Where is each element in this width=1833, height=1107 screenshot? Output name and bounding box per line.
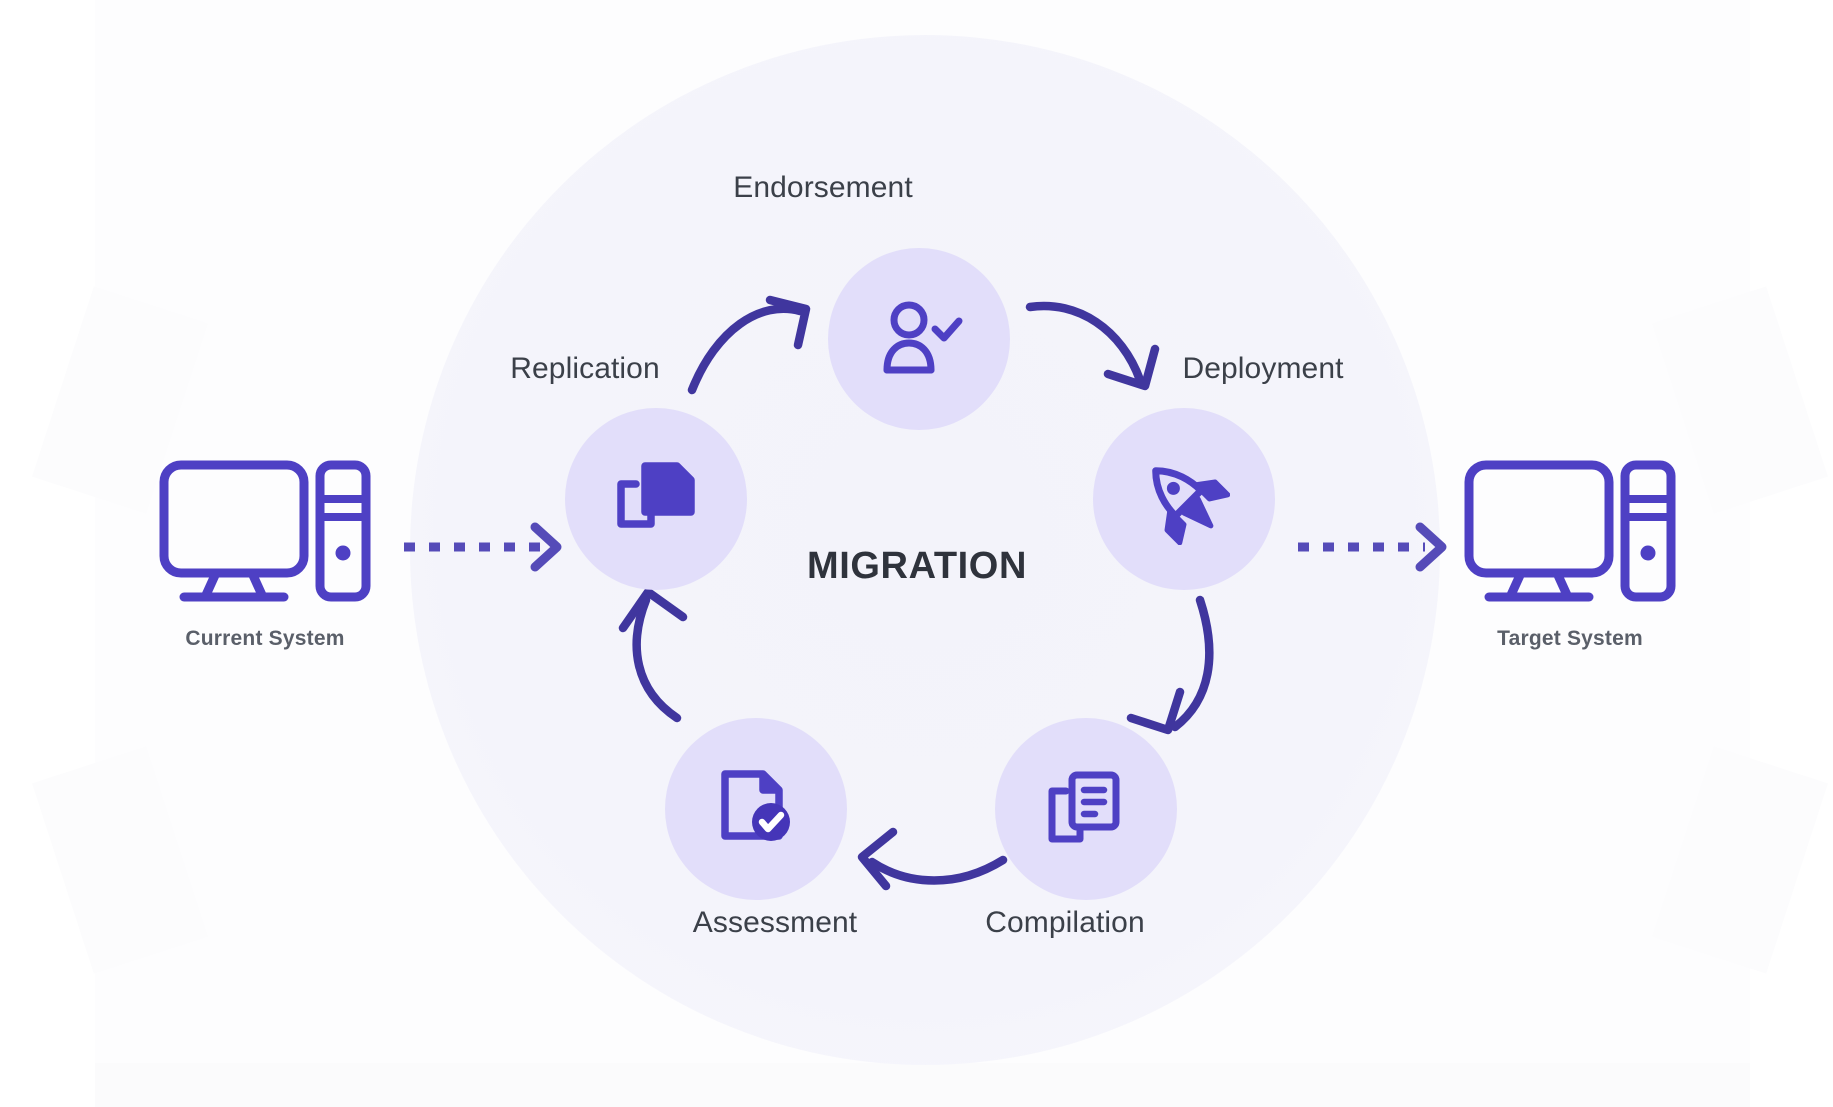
desktop-computer-icon: [159, 460, 371, 602]
cycle-node-replication[interactable]: [565, 408, 747, 590]
endpoint-label-current-system: Current System: [185, 627, 345, 650]
copy-documents-icon: [617, 462, 695, 528]
cycle-node-endorsement[interactable]: [828, 248, 1010, 430]
rocket-icon: [1152, 467, 1230, 545]
cycle-node-label-deployment: Deployment: [1182, 352, 1344, 385]
bottom-band: [95, 1063, 1750, 1107]
user-check-icon: [883, 301, 963, 374]
documents-stack-icon: [1048, 771, 1120, 843]
file-check-icon: [721, 770, 790, 841]
cycle-node-deployment[interactable]: [1093, 408, 1275, 590]
endpoint-target-system[interactable]: Target System: [1440, 455, 1700, 651]
cycle-node-label-endorsement: Endorsement: [733, 171, 913, 204]
endpoint-label-target-system: Target System: [1497, 627, 1643, 650]
cycle-node-assessment[interactable]: [665, 718, 847, 900]
page-title: MIGRATION: [806, 545, 1028, 587]
cycle-node-label-assessment: Assessment: [692, 906, 858, 939]
cycle-node-compilation[interactable]: [995, 718, 1177, 900]
desktop-computer-icon: [1464, 460, 1676, 602]
cycle-node-label-compilation: Compilation: [985, 906, 1145, 939]
cycle-node-label-replication: Replication: [510, 352, 660, 385]
endpoint-current-system[interactable]: Current System: [135, 455, 395, 651]
